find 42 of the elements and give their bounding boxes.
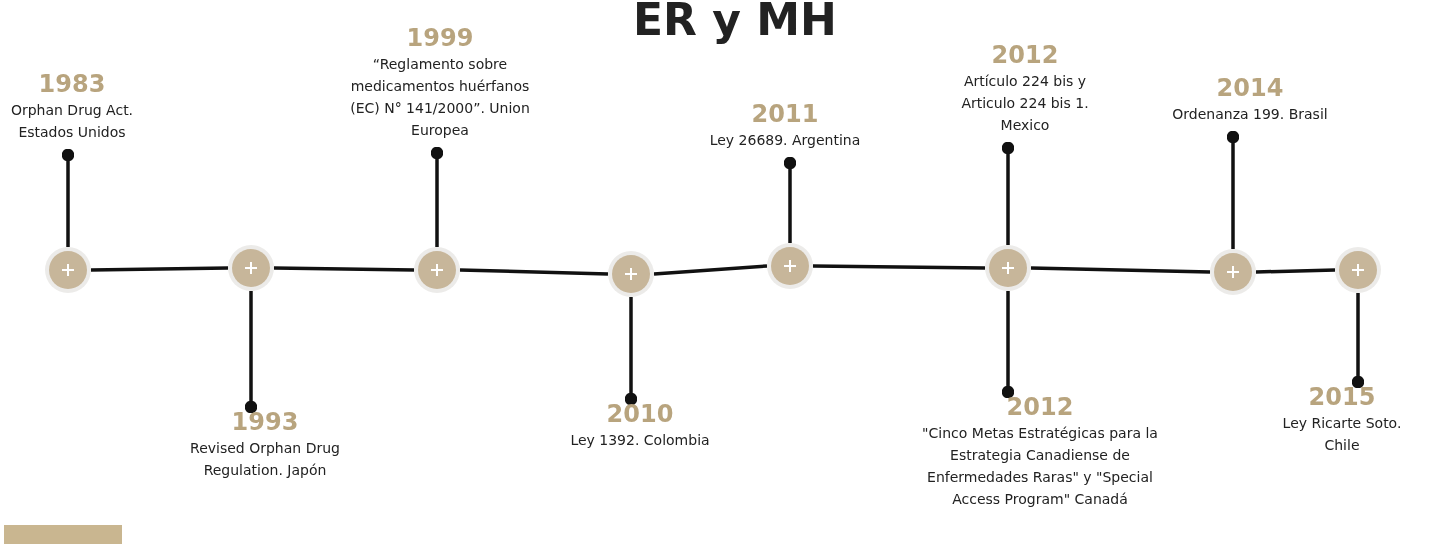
year-label: 2015	[1308, 382, 1376, 412]
timeline-marker	[771, 247, 809, 285]
event-description: Ley Ricarte Soto. Chile	[1281, 414, 1403, 455]
timeline-line	[273, 266, 415, 272]
event-description: Ley 26689. Argentina	[708, 131, 862, 150]
year-label: 1983	[38, 69, 106, 99]
timeline-marker	[1339, 251, 1377, 289]
year-label: 2012	[1006, 392, 1074, 422]
event-description: “Reglamento sobre medicamentos huérfanos (EC) N° 141/2000”. Union Europea	[349, 55, 531, 140]
timeline-marker	[612, 255, 650, 293]
pin-line	[244, 291, 258, 414]
event-description: Orphan Drug Act. Estados Unidos	[9, 101, 135, 142]
timeline-marker	[418, 251, 456, 289]
timeline-line	[813, 264, 985, 270]
timeline-line	[90, 266, 229, 272]
timeline-line	[1255, 268, 1336, 274]
event-description: Ley 1392. Colombia	[569, 431, 711, 450]
event-description: Artículo 224 bis y Articulo 224 bis 1. Mexico	[960, 72, 1090, 135]
timeline-marker	[989, 249, 1027, 287]
event-description: Ordenanza 199. Brasil	[1171, 105, 1329, 124]
timeline-line	[653, 264, 768, 276]
pin-line	[1001, 141, 1015, 245]
timeline-marker	[49, 251, 87, 289]
pin-line	[1001, 291, 1015, 399]
year-label: 2012	[991, 40, 1059, 70]
timeline-line	[459, 268, 609, 276]
pin-line	[624, 297, 638, 406]
pin-line	[1226, 130, 1240, 249]
year-label: 2014	[1216, 73, 1284, 103]
timeline-marker	[1214, 253, 1252, 291]
event-description: Revised Orphan Drug Regulation. Japón	[189, 439, 341, 480]
pin-line	[61, 148, 75, 247]
pin-line	[1351, 293, 1365, 389]
year-label: 2011	[751, 99, 819, 129]
year-label: 1993	[231, 407, 299, 437]
event-description: "Cinco Metas Estratégicas para la Estrategia Canadiense de Enfermedades Raras" y "Special Access Program" Canadá	[921, 424, 1159, 509]
pin-line	[783, 156, 797, 243]
pin-line	[430, 146, 444, 247]
timeline-line	[1030, 266, 1211, 274]
year-label: 1999	[406, 23, 474, 53]
year-label: 2010	[606, 399, 674, 429]
diagram-title: ER y MH	[632, 0, 838, 45]
